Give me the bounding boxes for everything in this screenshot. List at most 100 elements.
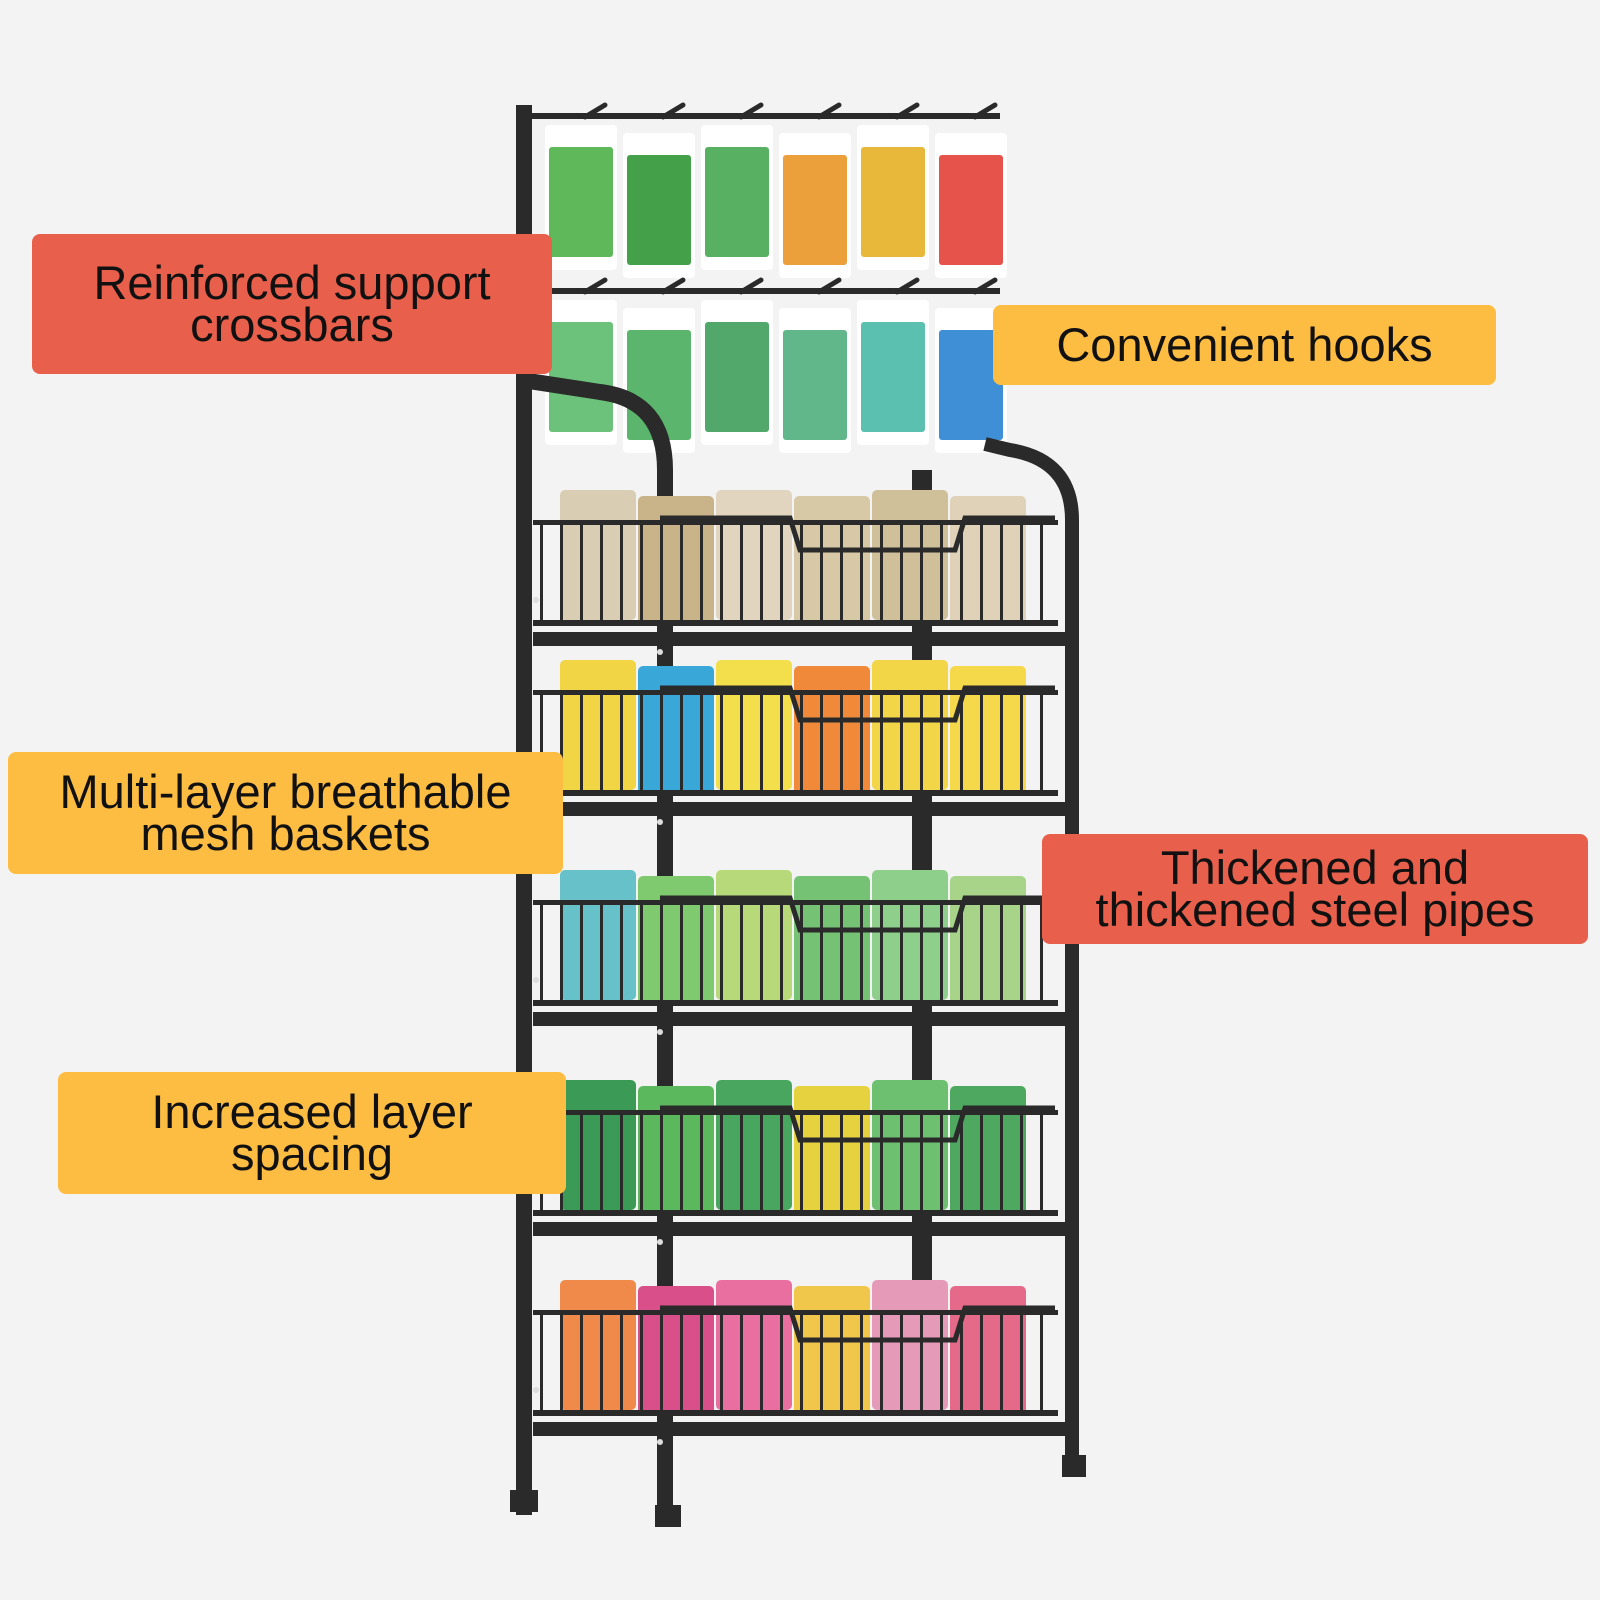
bolt bbox=[533, 977, 539, 983]
snack-bag bbox=[794, 496, 870, 626]
basket-wire bbox=[920, 1110, 923, 1215]
basket-wire bbox=[620, 900, 623, 1005]
basket-wire bbox=[880, 1310, 883, 1415]
basket-wire bbox=[680, 1110, 683, 1215]
bolt bbox=[657, 1029, 663, 1035]
hanging-package-print bbox=[783, 330, 847, 440]
basket-wire bbox=[600, 1110, 603, 1215]
basket-wire bbox=[600, 520, 603, 625]
callout-steel-pipes: Thickened and thickened steel pipes bbox=[1042, 834, 1588, 944]
basket-wire bbox=[880, 520, 883, 625]
shelf-crossbar bbox=[533, 802, 1073, 816]
basket-wire bbox=[700, 900, 703, 1005]
basket-wire bbox=[680, 900, 683, 1005]
basket-top-rail bbox=[533, 1310, 1058, 1315]
basket-wire bbox=[940, 520, 943, 625]
snack-bag bbox=[794, 666, 870, 796]
basket-wire bbox=[900, 690, 903, 795]
basket-wire bbox=[1000, 1310, 1003, 1415]
basket-wire bbox=[940, 690, 943, 795]
basket-wire bbox=[1020, 690, 1023, 795]
basket-wire bbox=[820, 1310, 823, 1415]
basket-wire bbox=[1040, 1310, 1043, 1415]
basket-wire bbox=[600, 690, 603, 795]
basket-wire bbox=[860, 690, 863, 795]
basket-bottom-rail bbox=[533, 620, 1058, 626]
snack-bag bbox=[794, 1086, 870, 1216]
basket-wire bbox=[580, 690, 583, 795]
basket-wire bbox=[980, 690, 983, 795]
basket-wire bbox=[660, 900, 663, 1005]
basket-wire bbox=[760, 520, 763, 625]
basket-wire bbox=[540, 900, 543, 1005]
snack-bag bbox=[950, 1086, 1026, 1216]
basket-wire bbox=[760, 1110, 763, 1215]
basket-wire bbox=[1040, 690, 1043, 795]
shelf-crossbar bbox=[533, 1422, 1073, 1436]
basket-wire bbox=[720, 1310, 723, 1415]
snack-bag bbox=[950, 496, 1026, 626]
snack-bag bbox=[794, 876, 870, 1006]
snack-bag bbox=[950, 666, 1026, 796]
basket-wire bbox=[580, 1310, 583, 1415]
basket-wire bbox=[1000, 900, 1003, 1005]
basket-wire bbox=[700, 690, 703, 795]
basket-bottom-rail bbox=[533, 1000, 1058, 1006]
basket-wire bbox=[960, 520, 963, 625]
crossbar bbox=[530, 288, 1000, 294]
hook bbox=[816, 277, 842, 295]
hanging-package-print bbox=[939, 155, 1003, 265]
bolt bbox=[533, 597, 539, 603]
basket-wire bbox=[840, 520, 843, 625]
basket-wire bbox=[780, 690, 783, 795]
snack-bag bbox=[560, 1080, 636, 1210]
snack-bag bbox=[560, 660, 636, 790]
basket-wire bbox=[980, 900, 983, 1005]
basket-wire bbox=[560, 1310, 563, 1415]
callout-convenient-hooks-text: Convenient hooks bbox=[1056, 318, 1433, 371]
basket-wire bbox=[740, 1110, 743, 1215]
basket-wire bbox=[640, 520, 643, 625]
basket-wire bbox=[720, 520, 723, 625]
snack-bag bbox=[872, 1080, 948, 1210]
basket-wire bbox=[1020, 520, 1023, 625]
basket-wire bbox=[880, 1110, 883, 1215]
snack-bag bbox=[560, 1280, 636, 1410]
basket-wire bbox=[800, 1310, 803, 1415]
shelf-crossbar bbox=[533, 1222, 1073, 1236]
basket-wire bbox=[580, 520, 583, 625]
hook bbox=[738, 102, 764, 120]
basket-wire bbox=[660, 1310, 663, 1415]
basket-wire bbox=[900, 1110, 903, 1215]
basket-wire bbox=[700, 1110, 703, 1215]
basket-wire bbox=[960, 900, 963, 1005]
basket-wire bbox=[880, 900, 883, 1005]
hanging-package-print bbox=[861, 322, 925, 432]
basket-wire bbox=[660, 1110, 663, 1215]
bolt bbox=[657, 1239, 663, 1245]
front-right-post bbox=[983, 437, 1079, 1475]
hook bbox=[582, 277, 608, 295]
foot bbox=[655, 1505, 681, 1527]
basket-top-rail bbox=[533, 520, 1058, 525]
basket-wire bbox=[620, 690, 623, 795]
basket-wire bbox=[640, 690, 643, 795]
basket-wire bbox=[620, 520, 623, 625]
basket-wire bbox=[800, 690, 803, 795]
hanging-package-print bbox=[861, 147, 925, 257]
snack-bag bbox=[638, 666, 714, 796]
hook bbox=[972, 102, 998, 120]
basket-wire bbox=[700, 1310, 703, 1415]
basket-wire bbox=[800, 1110, 803, 1215]
hanging-package-print bbox=[549, 147, 613, 257]
basket-wire bbox=[820, 1110, 823, 1215]
callout-mesh-baskets-text: Multi-layer breathable mesh baskets bbox=[59, 765, 512, 860]
basket-wire bbox=[840, 900, 843, 1005]
callout-convenient-hooks: Convenient hooks bbox=[993, 305, 1496, 385]
basket-bottom-rail bbox=[533, 1410, 1058, 1416]
basket-wire bbox=[560, 520, 563, 625]
basket-wire bbox=[660, 520, 663, 625]
callout-reinforced-crossbars: Reinforced support crossbars bbox=[32, 234, 552, 374]
basket-wire bbox=[1000, 690, 1003, 795]
